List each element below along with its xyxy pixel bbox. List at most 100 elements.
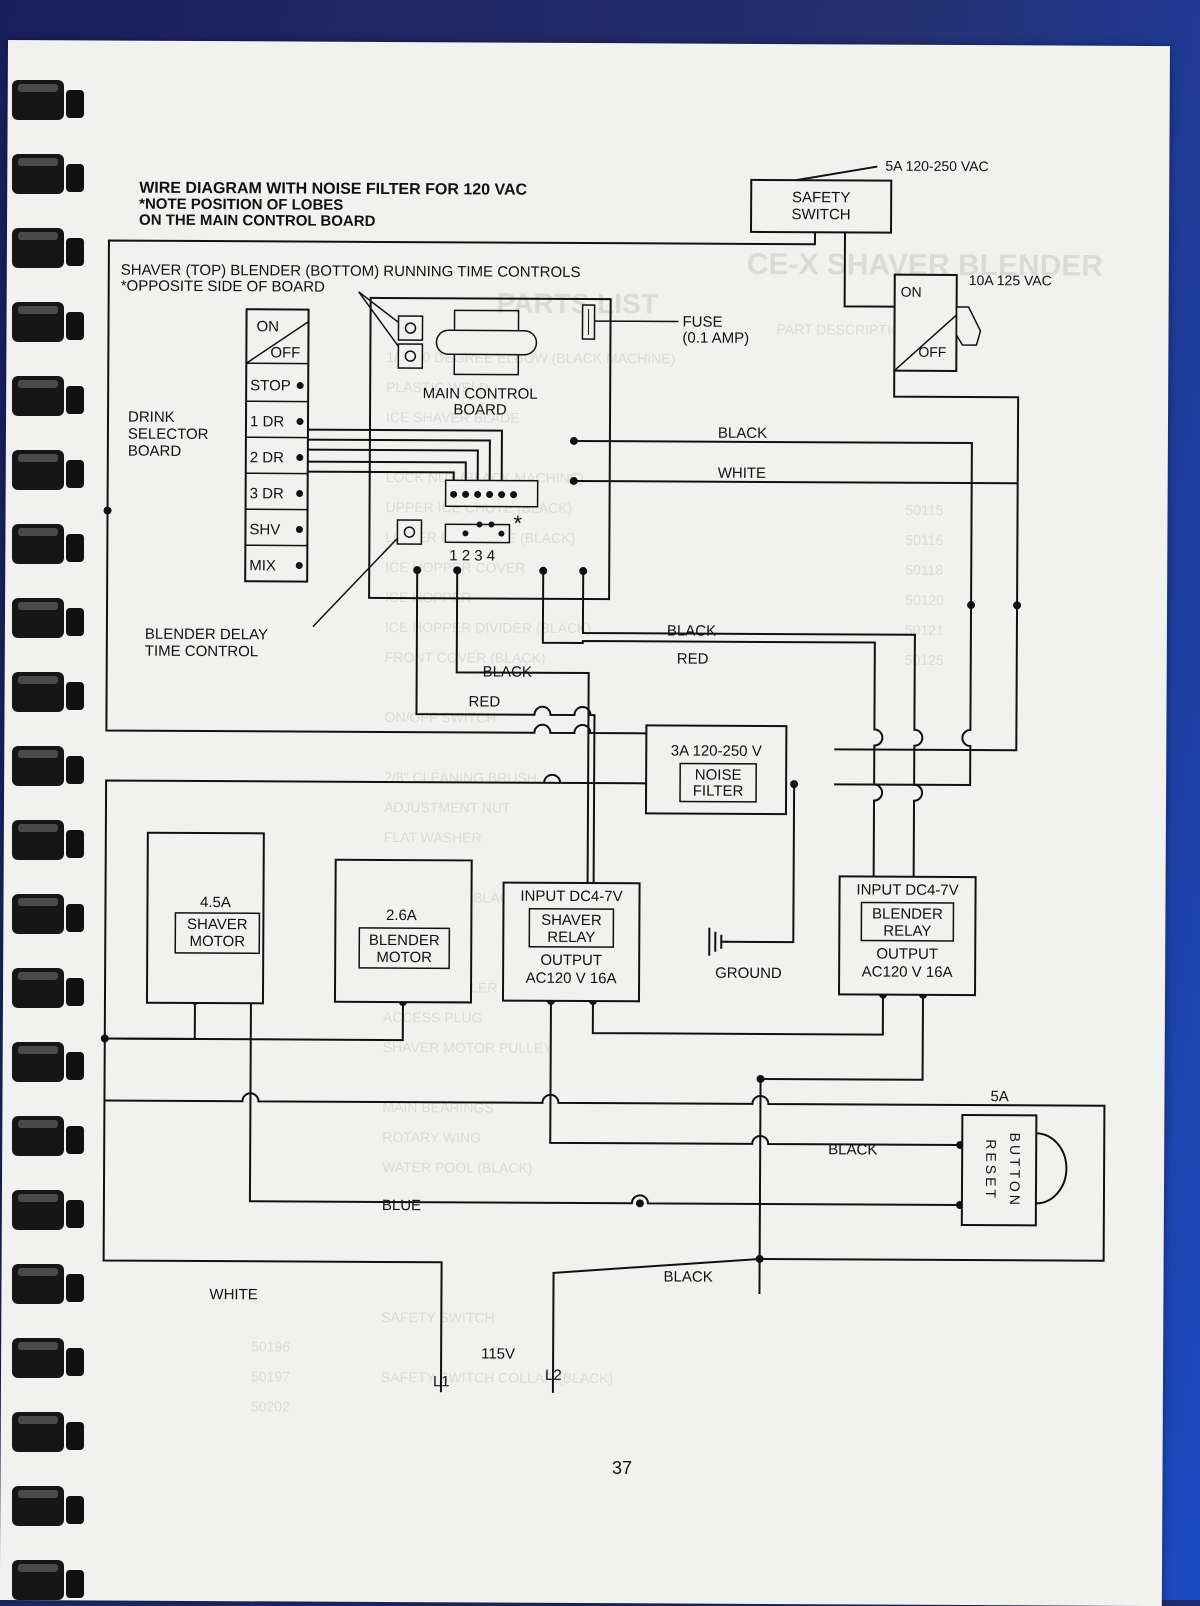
binding-ring xyxy=(12,1264,84,1304)
binding-ring xyxy=(12,968,84,1008)
onoff-off-label: OFF xyxy=(918,344,946,360)
svg-text:ACCESS PLUG: ACCESS PLUG xyxy=(383,1009,483,1026)
svg-text:ICE HOPPER DIVIDER (BLACK): ICE HOPPER DIVIDER (BLACK) xyxy=(385,619,591,636)
binding-ring xyxy=(12,1560,84,1600)
junction-dot xyxy=(101,1034,109,1042)
blender-relay: INPUT DC4-7V BLENDER RELAY OUTPUT AC120 … xyxy=(839,876,976,995)
board-component-oval xyxy=(436,330,536,355)
blender-delay-line-2: TIME CONTROL xyxy=(145,643,258,661)
wire-label-black-mid-left: BLACK xyxy=(483,663,532,680)
binding-rings xyxy=(12,80,84,1600)
svg-text:SHAVER MOTOR PULLEY: SHAVER MOTOR PULLEY xyxy=(383,1039,554,1056)
connector-pin xyxy=(498,491,505,498)
ring-tip xyxy=(66,164,84,192)
fuse-label-1: FUSE xyxy=(682,314,722,331)
selector-dot xyxy=(296,490,303,497)
blender-relay-label-1: BLENDER xyxy=(872,906,943,923)
pointer-blender-delay xyxy=(313,532,403,627)
shaver-motor: 4.5A SHAVER MOTOR xyxy=(147,833,264,1004)
ring-tip xyxy=(66,608,84,636)
blender-delay-line-1: BLENDER DELAY xyxy=(145,626,268,644)
svg-text:50196: 50196 xyxy=(251,1338,290,1354)
connector-pin xyxy=(462,491,469,498)
ring-tip xyxy=(66,1126,84,1154)
ring-tip xyxy=(66,90,84,118)
shaver-relay-output: OUTPUT xyxy=(540,952,602,969)
ring-tip xyxy=(66,1348,84,1376)
selector-button-shv: SHV xyxy=(249,521,280,538)
wire-color-labels: BLACK WHITE BLACK RED BLACK RED BLACK BL… xyxy=(209,422,881,1306)
ring-highlight xyxy=(18,676,58,684)
connector-pin xyxy=(486,491,493,498)
wire-diagram: CE-X SHAVER BLENDER PARTS LIST PART DESC… xyxy=(0,40,1170,1606)
ring-tip xyxy=(66,682,84,710)
svg-text:SAFETY SWITCH: SAFETY SWITCH xyxy=(381,1309,494,1326)
selector-dot xyxy=(296,562,303,569)
svg-text:FLAT WASHER: FLAT WASHER xyxy=(384,829,482,846)
selector-label-3: BOARD xyxy=(128,443,182,460)
wire-label-black-bottom: BLACK xyxy=(663,1268,712,1285)
selector-button-3dr: 3 DR xyxy=(250,485,284,502)
connector-pin xyxy=(510,491,517,498)
binding-ring xyxy=(12,894,84,934)
ring-highlight xyxy=(18,1046,58,1054)
junction-dot xyxy=(104,507,112,515)
ring-tip xyxy=(66,1496,84,1524)
shaver-relay-input: INPUT DC4-7V xyxy=(520,888,622,906)
svg-text:ROTARY WING: ROTARY WING xyxy=(382,1129,481,1146)
svg-text:ON/OFF SWITCH: ON/OFF SWITCH xyxy=(384,709,496,726)
shaver-motor-label-1: SHAVER xyxy=(187,916,248,933)
ring-tip xyxy=(66,1274,84,1302)
binding-ring xyxy=(12,524,84,564)
ground-label: GROUND xyxy=(715,965,782,982)
ring-tip xyxy=(66,1052,84,1080)
onoff-switch: 10A 125 VAC ON OFF xyxy=(894,272,1052,372)
supply-l2: L2 xyxy=(545,1367,562,1384)
reset-button: 5A RESET BUTTON xyxy=(962,1088,1067,1226)
ground-icon xyxy=(709,928,727,956)
terminal-numbers: 1 2 3 4 xyxy=(449,547,495,564)
running-control-bottom-icon xyxy=(398,344,422,368)
blender-motor-label-2: MOTOR xyxy=(376,949,432,966)
noise-filter: 3A 120-250 V NOISE FILTER xyxy=(646,725,786,814)
ring-tip xyxy=(66,460,84,488)
supply-l1: L1 xyxy=(433,1373,450,1390)
binding-ring xyxy=(12,1412,84,1452)
svg-text:PART DESCRIPTION: PART DESCRIPTION xyxy=(776,321,911,338)
binding-ring xyxy=(12,450,84,490)
drink-selector-board: DRINK SELECTOR BOARD ON OFF STOP 1 DR 2 … xyxy=(127,309,308,582)
wire-label-black-top: BLACK xyxy=(718,425,767,442)
onoff-on-label: ON xyxy=(901,284,922,300)
blender-relay-label-2: RELAY xyxy=(883,923,931,940)
ring-tip xyxy=(66,904,84,932)
svg-text:50116: 50116 xyxy=(905,532,943,548)
reset-label: RESET xyxy=(983,1139,999,1201)
wire-label-black-mid-right: BLACK xyxy=(667,622,716,639)
selector-off: OFF xyxy=(270,344,300,361)
svg-text:PARTS LIST: PARTS LIST xyxy=(497,288,658,320)
running-control-top-icon xyxy=(398,316,422,340)
ring-highlight xyxy=(18,1490,58,1498)
ring-tip xyxy=(66,238,84,266)
supply-voltage: 115V xyxy=(481,1345,515,1362)
blender-motor-rating: 2.6A xyxy=(386,907,417,924)
wire-onoff-rail xyxy=(834,369,1018,750)
junction-dot xyxy=(570,477,578,485)
blender-relay-output-rating: AC120 V 16A xyxy=(862,963,953,980)
ring-highlight xyxy=(18,1268,58,1276)
blender-motor-label-1: BLENDER xyxy=(369,932,440,949)
ring-highlight xyxy=(18,158,58,166)
selector-button-stop: STOP xyxy=(250,377,291,394)
ring-highlight xyxy=(18,1194,58,1202)
junction-dot xyxy=(579,567,587,575)
selector-button-2dr: 2 DR xyxy=(250,449,284,466)
svg-text:50118: 50118 xyxy=(905,562,943,578)
noise-filter-rating: 3A 120-250 V xyxy=(671,742,762,759)
wire-label-black-reset: BLACK xyxy=(828,1141,877,1158)
onoff-switch-rating: 10A 125 VAC xyxy=(969,272,1052,288)
junction-dot xyxy=(1013,601,1021,609)
svg-text:50115: 50115 xyxy=(906,502,944,518)
ring-highlight xyxy=(18,898,58,906)
blender-relay-output: OUTPUT xyxy=(876,946,938,963)
main-board-label-2: BOARD xyxy=(453,401,507,418)
